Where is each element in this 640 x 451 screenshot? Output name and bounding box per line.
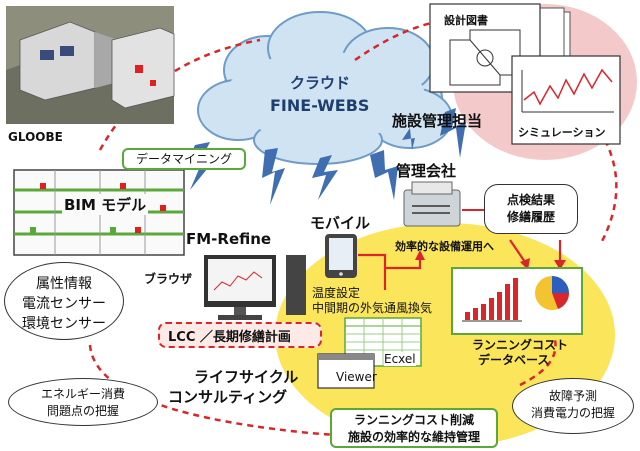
simulation-graph xyxy=(511,55,621,145)
efficient-maintenance-text: 施設の効率的な維持管理 xyxy=(347,430,480,444)
energy-bubble: エネルギー消費 問題点の把握 xyxy=(8,378,158,426)
viewer-window xyxy=(317,353,375,389)
simulation-label: シミュレーション xyxy=(518,126,606,139)
lcc-plan-label: LCC ／長期修繕計画 xyxy=(168,330,291,345)
lifecycle-consulting-line1: ライフサイクル xyxy=(194,368,299,386)
efficient-operation-label: 効率的な設備運用へ xyxy=(395,240,494,253)
environment-sensor-text: 環境センサー xyxy=(22,316,106,332)
inspection-bubble: 点検結果 修繕履歴 xyxy=(484,184,578,234)
lcc-plan-box xyxy=(158,322,322,348)
desktop-pc xyxy=(204,255,306,320)
gloobe-label: GLOOBE xyxy=(8,130,63,144)
problem-grasp-text: 問題点の把握 xyxy=(46,404,119,418)
failure-prediction-bubble: 故障予測 消費電力の把握 xyxy=(512,378,634,434)
mobile-arrows xyxy=(358,239,562,290)
cloud-service-name: FINE-WEBS xyxy=(270,96,370,115)
runcost-chart xyxy=(451,267,583,335)
design-documents-label: 設計図書 xyxy=(444,14,488,27)
temp-setting-text: 温度設定 xyxy=(312,286,361,300)
data-mining-badge: データマイニング xyxy=(122,148,246,170)
viewer-label: Viewer xyxy=(336,370,377,384)
inspection-results-text: 点検結果 xyxy=(506,193,555,207)
ventilation-text: 中間期の外気通風換気 xyxy=(312,301,433,315)
failure-prediction-text: 故障予測 xyxy=(548,389,597,403)
attribute-info-text: 属性情報 xyxy=(36,276,92,292)
runcost-db-line1: ランニングコスト xyxy=(472,338,569,352)
browser-label: ブラウザ xyxy=(144,272,193,286)
repair-history-text: 修繕履歴 xyxy=(506,210,555,224)
bim-model-label: BIM モデル xyxy=(62,194,149,215)
management-company-label: 管理会社 xyxy=(396,162,457,180)
current-sensor-text: 電流センサー xyxy=(22,296,106,312)
cloud-title: クラウド xyxy=(290,74,351,92)
mobile-label: モバイル xyxy=(310,214,371,232)
attribute-info-bubble: 属性情報 電流センサー 環境センサー xyxy=(4,262,124,340)
fm-refine-title: FM-Refine xyxy=(186,230,272,248)
excel-label: Ecxel xyxy=(384,352,416,366)
printer-icon xyxy=(403,181,461,227)
runcost-reduction-text: ランニングコスト削減 xyxy=(353,413,474,427)
lifecycle-consulting-line2: コンサルティング xyxy=(168,388,288,406)
gloobe-render xyxy=(6,6,175,124)
tablet-icon xyxy=(325,234,357,278)
energy-consumption-text: エネルギー消費 xyxy=(40,387,125,401)
runcost-reduction-box: ランニングコスト削減 施設の効率的な維持管理 xyxy=(330,408,498,448)
power-consumption-text: 消費電力の把握 xyxy=(530,406,615,420)
runcost-db-line2: データベース xyxy=(478,353,550,367)
facility-manager-label: 施設管理担当 xyxy=(392,112,483,130)
